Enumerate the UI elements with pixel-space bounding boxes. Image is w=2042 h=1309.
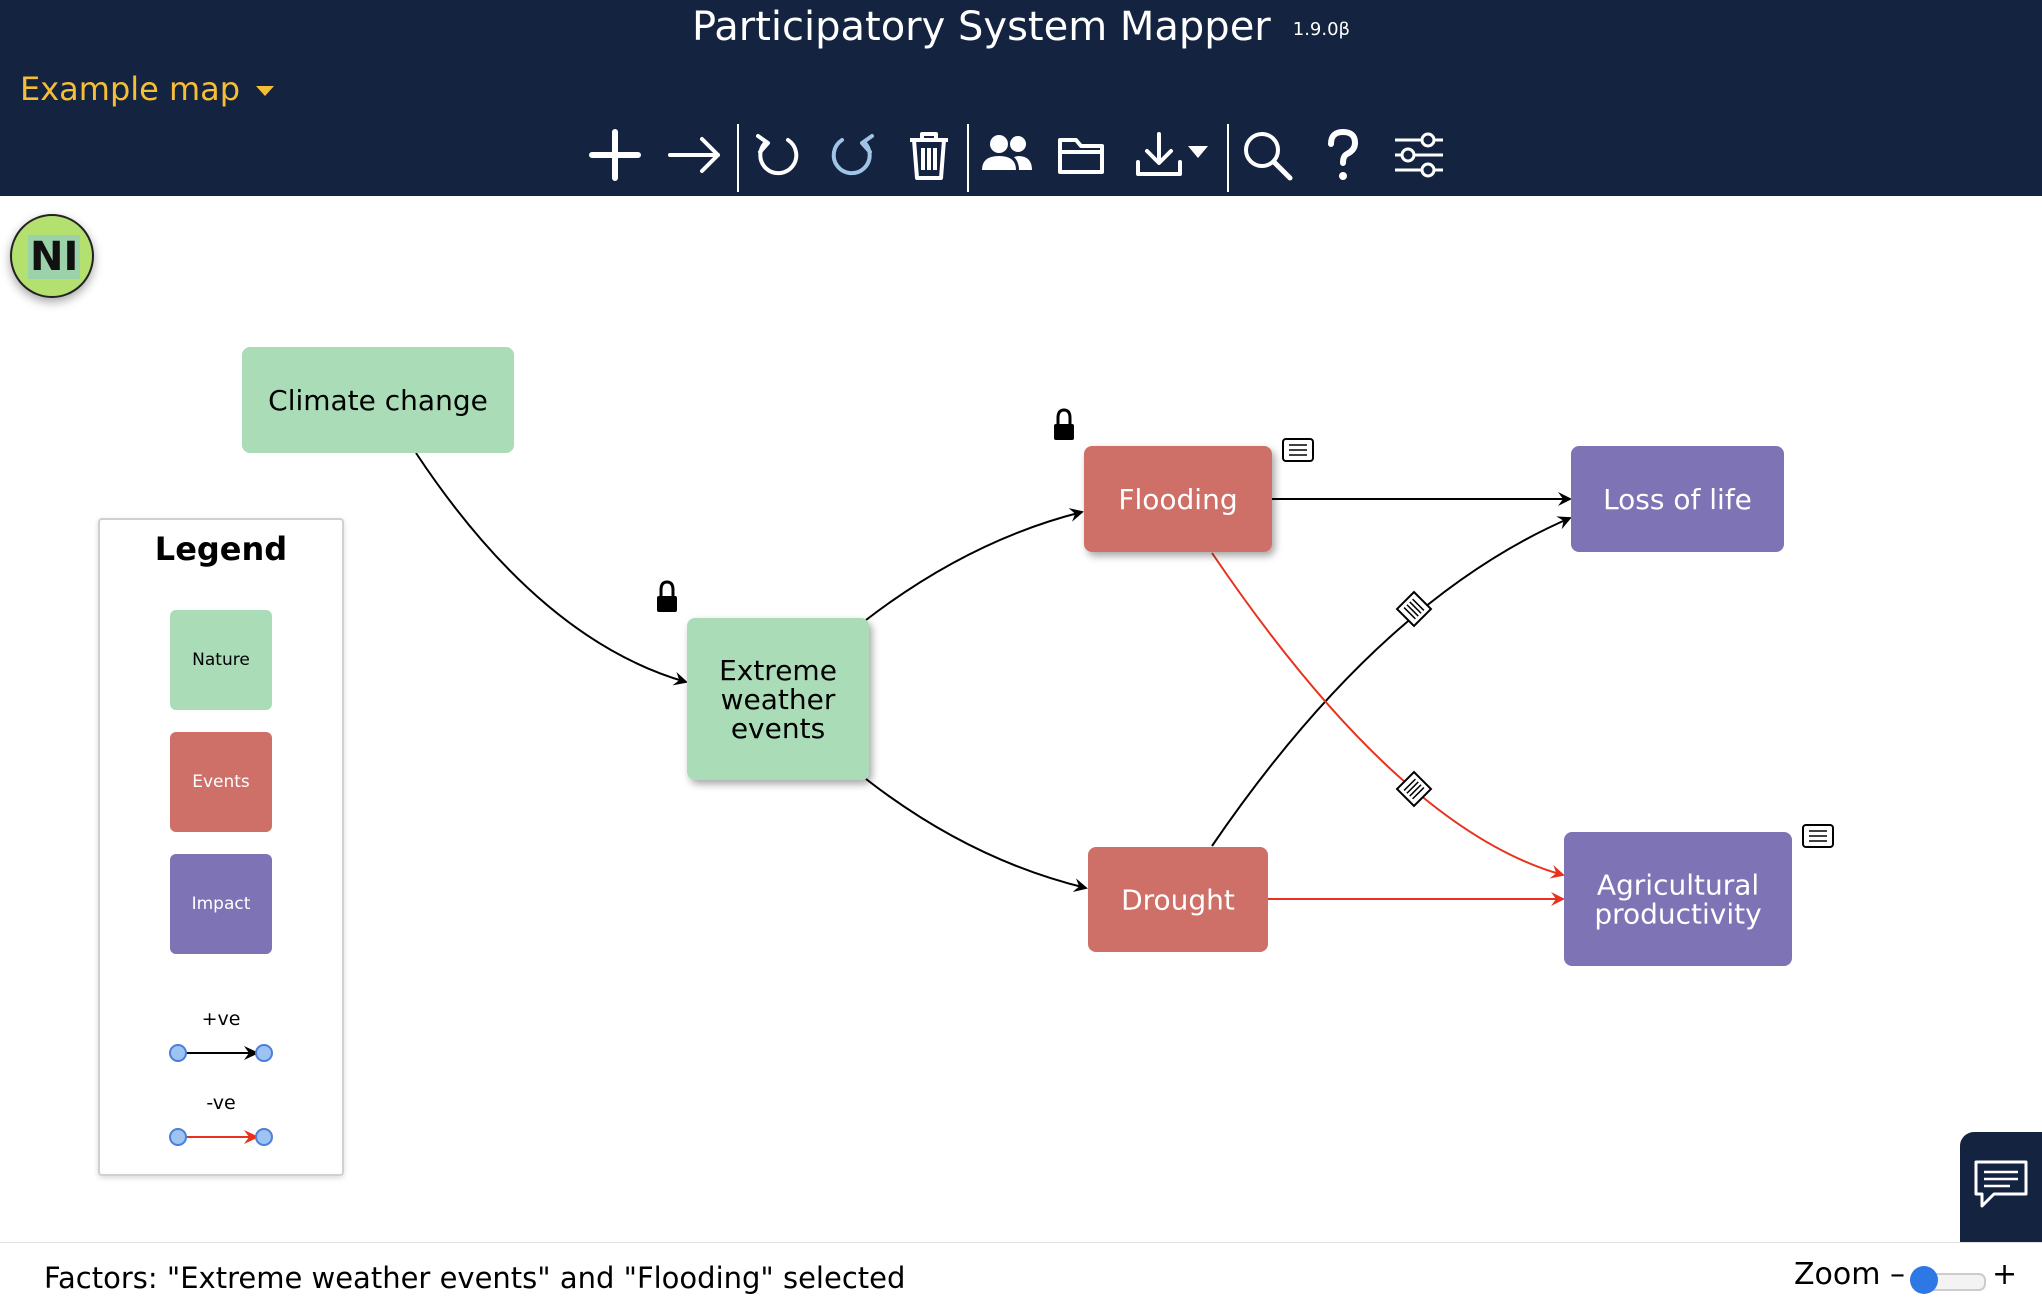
save-button[interactable] bbox=[1130, 126, 1212, 184]
caret-down-icon bbox=[256, 86, 275, 96]
delay-icon bbox=[1395, 590, 1433, 628]
map-title-text: Example map bbox=[20, 70, 241, 108]
factor-label: productivity bbox=[1594, 898, 1761, 931]
factor-box[interactable] bbox=[1564, 832, 1792, 966]
note-icon[interactable] bbox=[1802, 824, 1834, 848]
factor-climate[interactable]: Climate change bbox=[242, 347, 514, 453]
help-button[interactable] bbox=[1314, 126, 1372, 184]
legend-style-label: Impact bbox=[191, 894, 251, 914]
zoom-label: Zoom – bbox=[1794, 1257, 1906, 1292]
chat-button[interactable] bbox=[1960, 1132, 2042, 1242]
link-drought-loss[interactable] bbox=[1211, 516, 1572, 847]
note-icon[interactable] bbox=[1282, 438, 1314, 462]
download-icon bbox=[1136, 132, 1208, 176]
legend-style-label: Events bbox=[192, 772, 250, 792]
factor-box[interactable] bbox=[1571, 446, 1784, 552]
link-extreme-flooding[interactable] bbox=[865, 508, 1084, 621]
legend-style-events: Events bbox=[170, 732, 272, 832]
top-navbar: Participatory System Mapper 1.9.0β Exampl… bbox=[0, 0, 2042, 196]
legend-style-nature: Nature bbox=[170, 610, 272, 710]
search-icon bbox=[1244, 132, 1293, 181]
trash-icon bbox=[910, 132, 948, 180]
app-title-text: Participatory System Mapper bbox=[691, 4, 1271, 50]
settings-button[interactable] bbox=[1390, 126, 1448, 184]
link-flooding-agri[interactable] bbox=[1211, 552, 1565, 879]
lock-icon bbox=[657, 580, 677, 612]
legend-title: Legend bbox=[154, 530, 288, 568]
app-title: Participatory System Mapper 1.9.0β bbox=[0, 4, 2042, 50]
lock-icon bbox=[1054, 408, 1074, 440]
zoom-plus-label: + bbox=[1992, 1257, 2018, 1292]
legend-style-impact: Impact bbox=[170, 854, 272, 954]
factor-label: weather bbox=[721, 683, 836, 716]
status-text: Factors: "Extreme weather events" and "F… bbox=[44, 1261, 906, 1295]
legend-link-negative-label: -ve bbox=[206, 1092, 236, 1114]
legend-link-positive bbox=[169, 1044, 273, 1062]
delay-icon bbox=[1395, 770, 1433, 808]
factor-label: Climate change bbox=[268, 384, 488, 417]
plus-icon bbox=[589, 129, 641, 181]
legend-panel: Legend Nature Events Impact +ve -ve bbox=[98, 518, 344, 1176]
sliders-icon bbox=[1395, 132, 1443, 178]
app-version: 1.9.0β bbox=[1292, 18, 1351, 40]
status-bar: Factors: "Extreme weather events" and "F… bbox=[0, 1242, 2042, 1309]
link-extreme-drought[interactable] bbox=[865, 778, 1088, 892]
factor-box[interactable] bbox=[1088, 847, 1268, 952]
factor-label: events bbox=[731, 712, 825, 745]
add-factor-button[interactable] bbox=[586, 126, 644, 184]
factor-label: Extreme bbox=[719, 654, 837, 687]
toolbar-divider bbox=[1227, 124, 1229, 192]
factor-box[interactable] bbox=[242, 347, 514, 453]
links-layer bbox=[415, 452, 1572, 906]
toolbar-divider bbox=[967, 124, 969, 192]
folder-icon bbox=[1058, 138, 1104, 174]
legend-style-label: Nature bbox=[192, 650, 250, 670]
factor-box[interactable] bbox=[1084, 446, 1272, 552]
undo-button[interactable] bbox=[748, 126, 806, 184]
help-icon bbox=[1328, 128, 1359, 180]
zoom-slider-thumb[interactable] bbox=[1910, 1266, 1938, 1294]
legend-link-negative bbox=[169, 1128, 273, 1146]
factor-label: Agricultural bbox=[1597, 869, 1759, 902]
users-icon bbox=[982, 135, 1032, 170]
factor-label: Flooding bbox=[1118, 483, 1237, 516]
link-climate-extreme[interactable] bbox=[415, 452, 688, 686]
factor-flooding[interactable]: Flooding bbox=[1054, 408, 1314, 552]
arrow-right-icon bbox=[668, 137, 720, 173]
redo-button[interactable] bbox=[824, 126, 882, 184]
factor-label: Loss of life bbox=[1603, 483, 1752, 516]
open-button[interactable] bbox=[1054, 126, 1112, 184]
delete-button[interactable] bbox=[900, 126, 958, 184]
map-title-dropdown[interactable]: Example map bbox=[20, 70, 275, 108]
chat-icon bbox=[1974, 1160, 2028, 1208]
add-link-button[interactable] bbox=[666, 126, 724, 184]
user-avatar[interactable]: NI bbox=[10, 214, 94, 298]
user-initials: NI bbox=[28, 234, 81, 280]
undo-icon bbox=[756, 134, 799, 176]
factor-loss[interactable]: Loss of life bbox=[1571, 446, 1784, 552]
redo-icon bbox=[831, 134, 874, 176]
factor-drought[interactable]: Drought bbox=[1088, 847, 1268, 952]
legend-link-positive-label: +ve bbox=[201, 1008, 241, 1030]
factor-label: Drought bbox=[1121, 884, 1235, 917]
factor-box[interactable] bbox=[687, 618, 869, 780]
toolbar-divider bbox=[737, 124, 739, 192]
search-button[interactable] bbox=[1238, 126, 1296, 184]
share-button[interactable] bbox=[978, 126, 1036, 184]
